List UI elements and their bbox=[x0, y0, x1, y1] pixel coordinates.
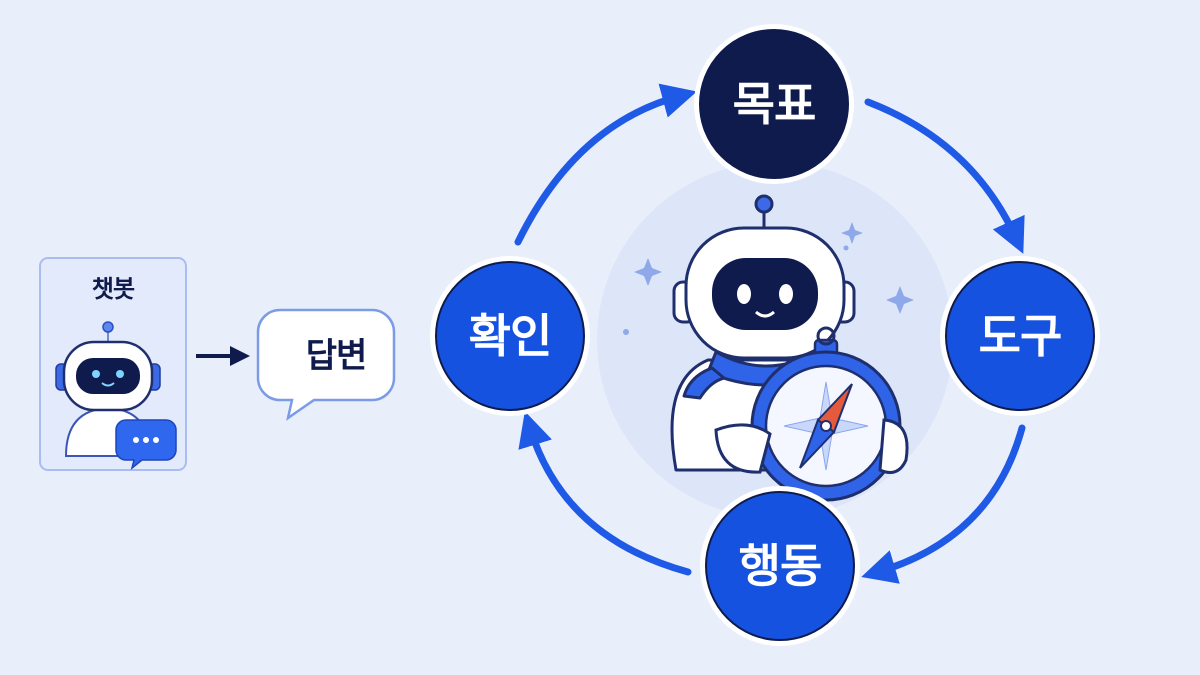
node-check-label: 확인 bbox=[468, 309, 553, 363]
node-action bbox=[700, 486, 860, 646]
robot-hands bbox=[714, 418, 909, 474]
chat-bubble-icon bbox=[115, 419, 177, 470]
node-tools-label: 도구 bbox=[978, 309, 1063, 363]
cycle-arrows bbox=[514, 83, 1026, 584]
compass-icon bbox=[750, 326, 902, 502]
node-goal bbox=[694, 24, 854, 184]
reply-speech-bubble bbox=[256, 308, 396, 421]
arrow-action-to-check bbox=[518, 411, 692, 576]
node-check bbox=[430, 256, 590, 416]
arrow-check-to-goal bbox=[514, 83, 697, 246]
reply-label: 답변 bbox=[305, 336, 368, 376]
node-tools bbox=[940, 256, 1100, 416]
chatbot-title: 챗봇 bbox=[91, 275, 135, 303]
sparkle-icons bbox=[623, 222, 914, 335]
node-goal-label: 목표 bbox=[732, 77, 817, 131]
arrow-goal-to-tools bbox=[864, 98, 1025, 254]
node-action-label: 행동 bbox=[738, 539, 823, 593]
arrow-tools-to-action bbox=[861, 424, 1026, 584]
